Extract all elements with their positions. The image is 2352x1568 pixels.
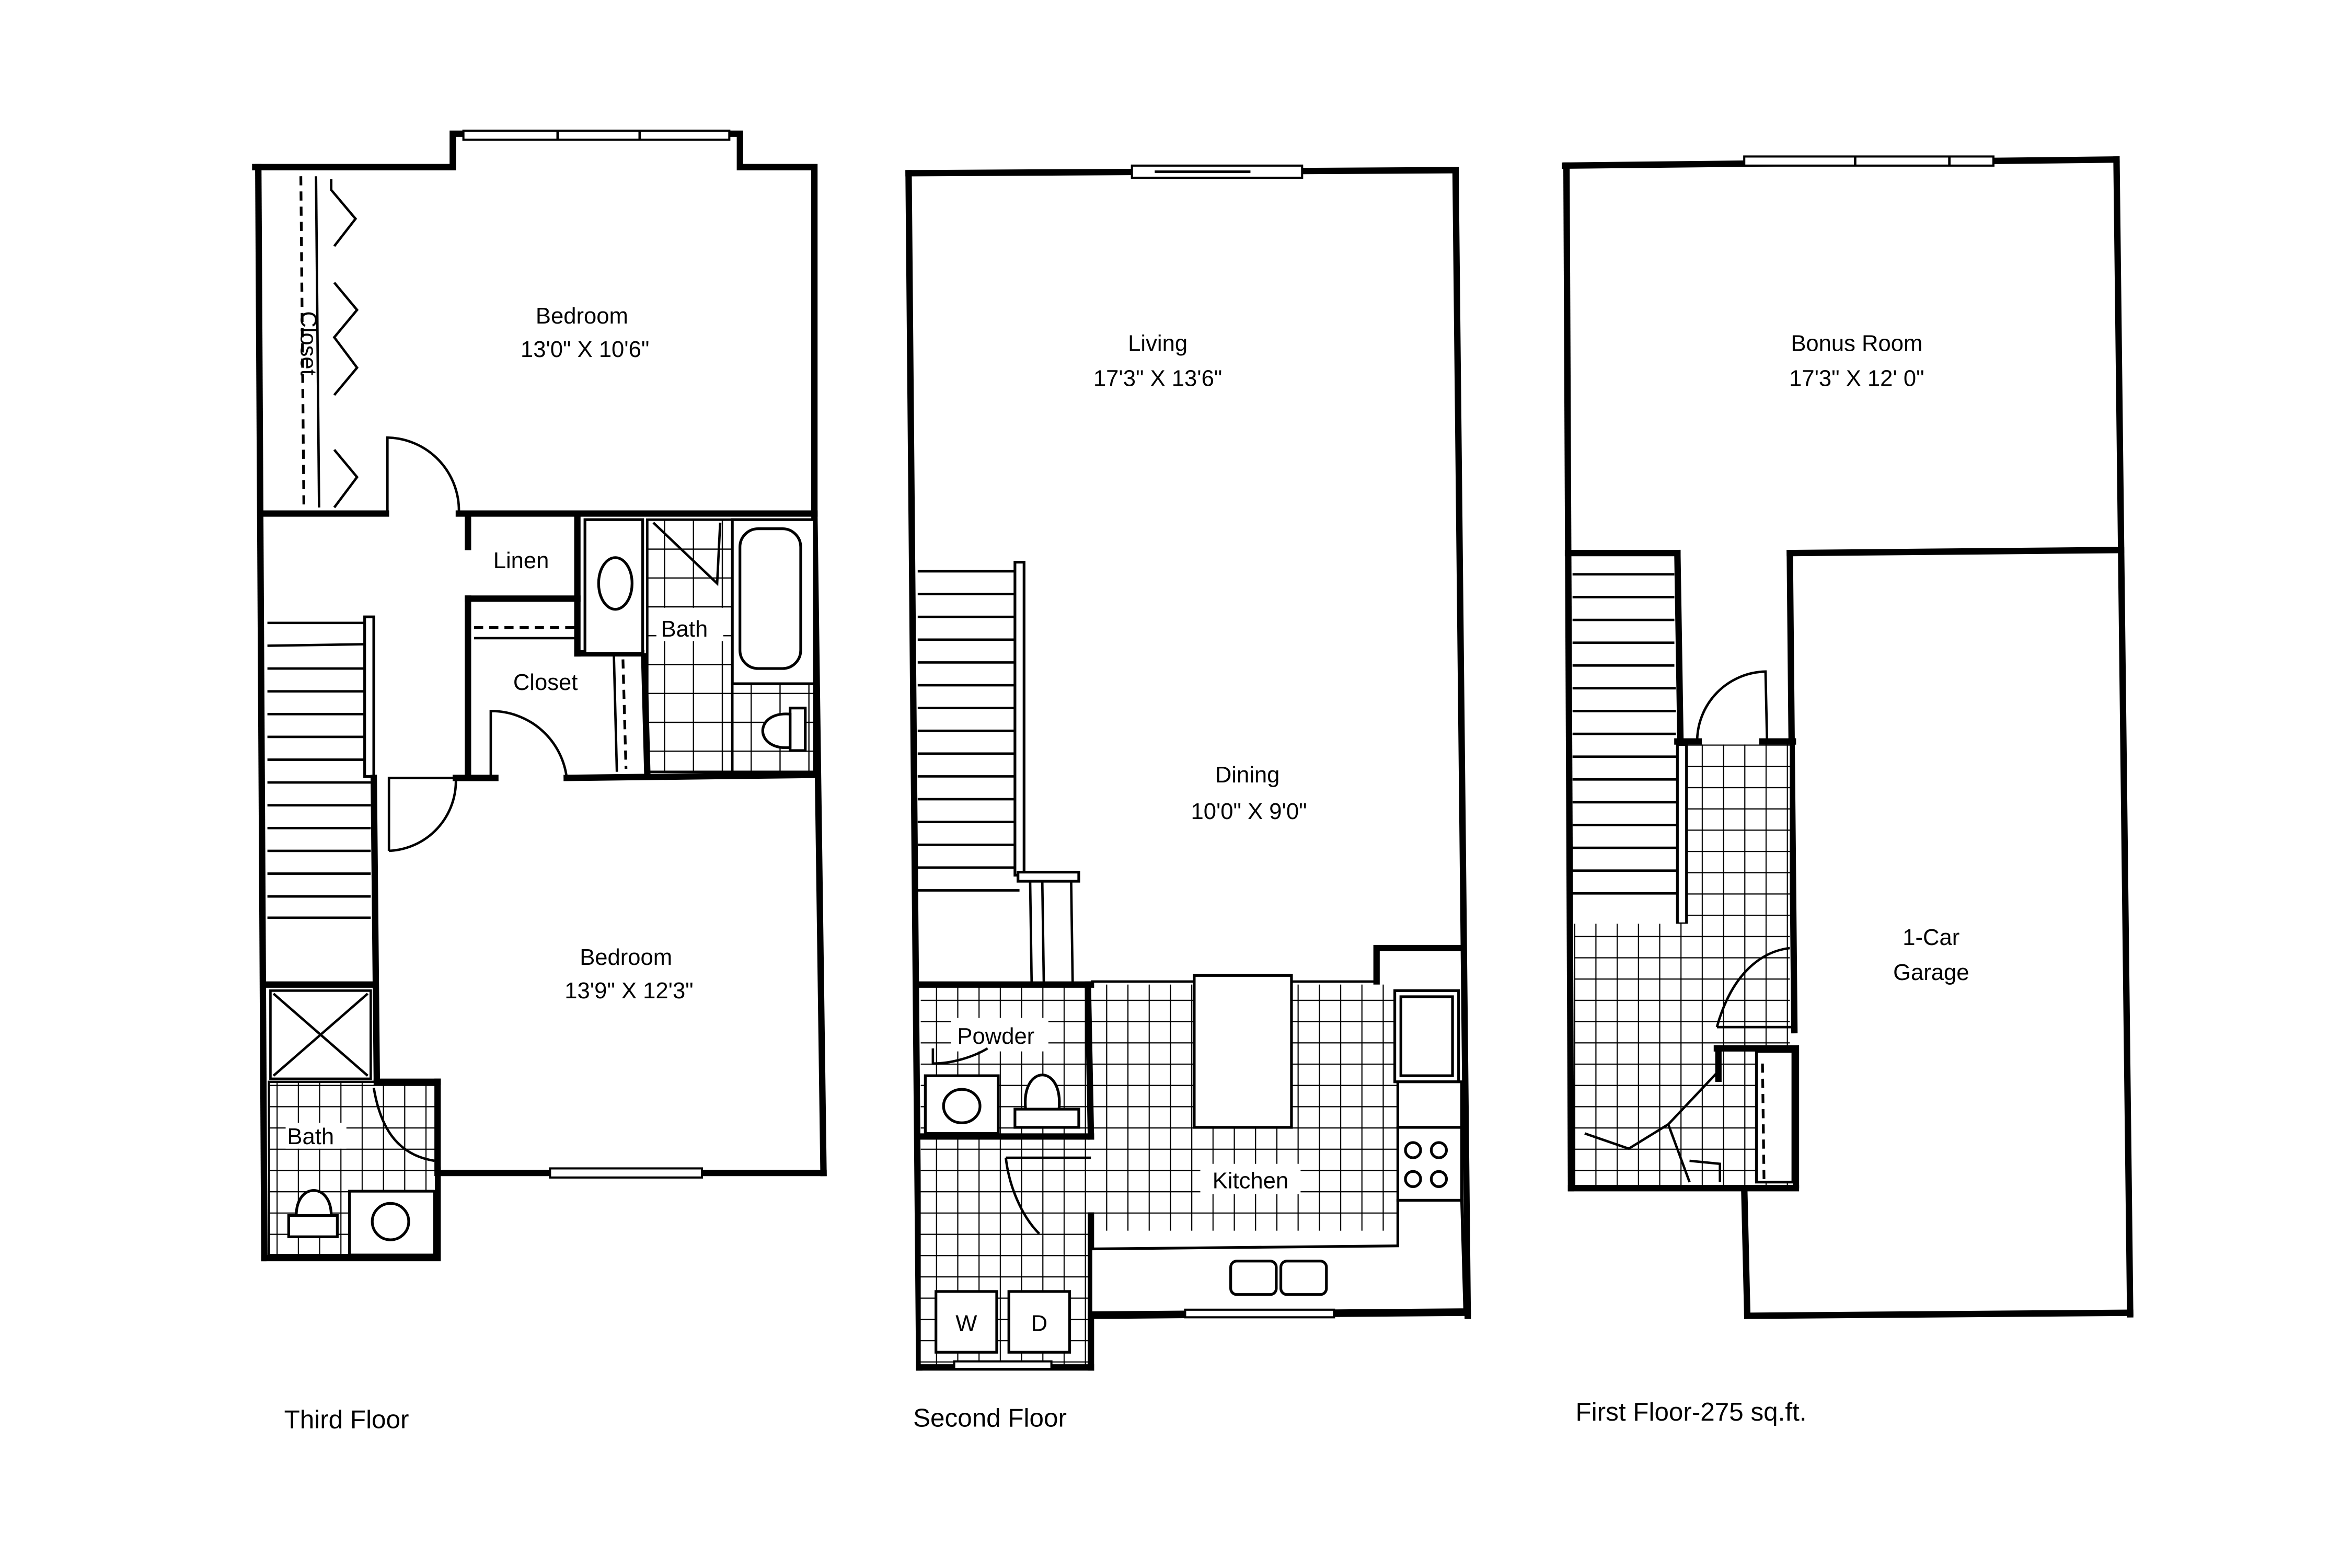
window	[1743, 155, 1994, 167]
second-floor-right-wall	[1452, 167, 1471, 1319]
room-dims-bedroom: 13'0" X 10'6"	[521, 337, 649, 362]
window	[1184, 1308, 1335, 1319]
room-label-bedroom-2: Bedroom	[580, 945, 672, 970]
room-label-bonus-room: Bonus Room	[1791, 331, 1922, 356]
toilet-icon	[295, 1189, 333, 1217]
stove	[1396, 1126, 1463, 1202]
third-floor-left-wall	[255, 164, 268, 1262]
room-label-living: Living	[1128, 331, 1187, 356]
room-label-garage-line2: Garage	[1893, 960, 1969, 985]
room-dims-bonus-room: 17'3" X 12' 0"	[1789, 366, 1924, 391]
window	[462, 129, 731, 141]
stairs	[267, 621, 371, 919]
room-dims-dining: 10'0" X 9'0"	[1191, 799, 1307, 824]
room-label-bath-2: Bath	[287, 1124, 334, 1149]
sink-icon	[1279, 1260, 1328, 1296]
door-swing	[387, 777, 457, 852]
room-dims-living: 17'3" X 13'6"	[1093, 366, 1222, 391]
second-floor-plan: Living 17'3" X 13'6" Dining 10'0" X 9'0"	[905, 164, 1471, 1433]
room-label-garage: 1-Car	[1903, 925, 1959, 950]
dryer	[1007, 1290, 1071, 1354]
first-floor-plan: Bonus Room 17'3" X 12' 0"	[1562, 155, 2134, 1426]
door-swing	[489, 710, 568, 778]
sink-icon	[942, 1088, 982, 1124]
toilet-tank	[789, 707, 807, 752]
floor-caption-second: Second Floor	[913, 1404, 1067, 1433]
room-label-dining: Dining	[1215, 763, 1280, 788]
closet-label: Closet	[296, 311, 321, 376]
washer-label: W	[955, 1311, 977, 1336]
washer	[935, 1290, 998, 1354]
second-floor-left-wall	[905, 170, 923, 1371]
sink-icon	[1229, 1260, 1278, 1296]
sink-icon	[371, 1202, 410, 1241]
room-label-kitchen: Kitchen	[1213, 1168, 1288, 1193]
floor-caption-first: First Floor-275 sq.ft.	[1576, 1398, 1807, 1426]
bathtub-icon	[739, 527, 802, 670]
room-label-bedroom: Bedroom	[536, 304, 628, 329]
kitchen-island	[1193, 974, 1293, 1129]
floor-caption-third: Third Floor	[284, 1405, 409, 1434]
toilet-icon	[761, 712, 792, 749]
room-dims-bedroom-2: 13'9" X 12'3"	[564, 978, 693, 1004]
third-floor-top-wall	[252, 130, 818, 517]
room-label-closet: Closet	[513, 670, 578, 695]
stairs	[917, 570, 1020, 892]
stairs	[1572, 573, 1679, 895]
room-label-powder: Powder	[957, 1024, 1034, 1049]
first-floor-right-wall	[2113, 156, 2134, 1318]
third-floor-plan: Closet Bedroom 13'0" X 10'6" Linen Close…	[252, 129, 827, 1434]
room-label-bath: Bath	[661, 617, 708, 642]
door-swing	[1696, 670, 1769, 742]
window	[549, 1167, 704, 1179]
dryer-label: D	[1031, 1311, 1047, 1336]
toilet-tank	[287, 1214, 339, 1238]
toilet-icon	[1023, 1074, 1061, 1111]
toilet-tank	[1013, 1108, 1080, 1129]
sink-icon	[597, 556, 633, 611]
window	[953, 1360, 1053, 1370]
room-label-linen: Linen	[493, 548, 549, 573]
door-swing	[386, 436, 460, 514]
first-floor-left-wall	[1563, 162, 1574, 1192]
